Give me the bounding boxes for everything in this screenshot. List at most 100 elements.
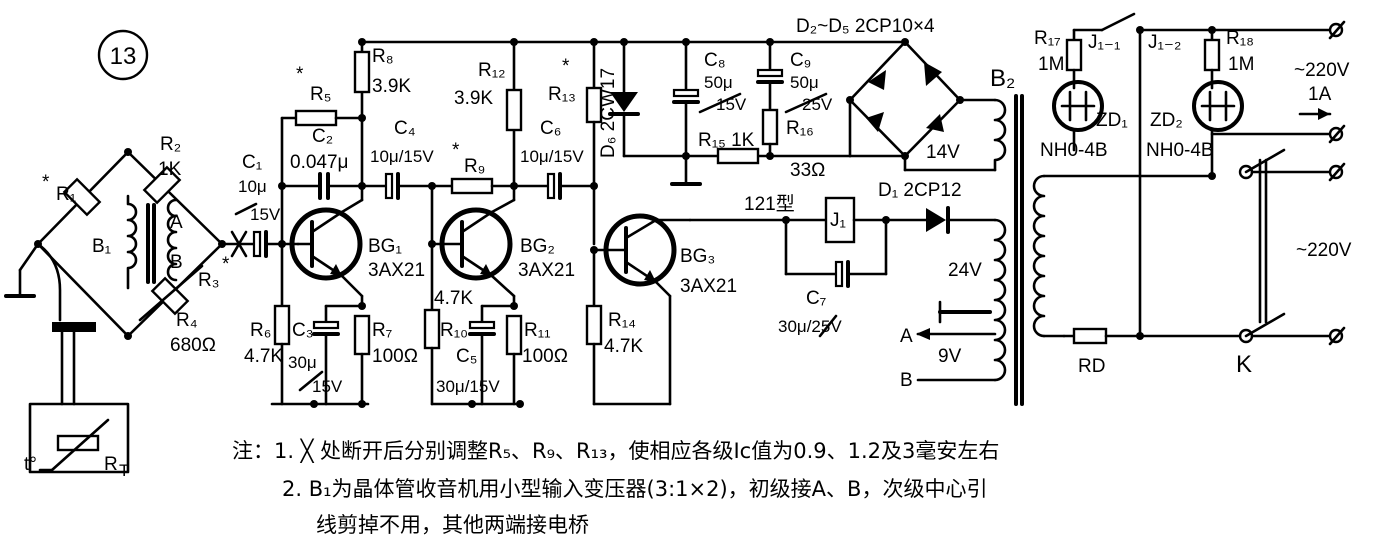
bridge-diode-4: [926, 114, 944, 132]
r7-resistor: [353, 314, 371, 356]
c3-value: 30μ: [288, 353, 317, 372]
c6-capacitor: [546, 172, 556, 200]
c8-value-1: 50μ: [704, 73, 733, 92]
r10-value: 4.7K: [434, 288, 473, 309]
c4-capacitor: [384, 172, 394, 200]
rd-fuse: [1072, 327, 1108, 345]
bg1-transistor: [289, 198, 364, 298]
r3-star: *: [222, 254, 230, 275]
r5-star: *: [296, 64, 304, 85]
power-transformer-b2: B₂ 24V A 9V B: [900, 65, 1214, 406]
bg2-type: 3AX21: [518, 260, 575, 281]
r10-resistor: [423, 308, 441, 350]
zd1-label: ZD₁: [1096, 110, 1128, 131]
bg3-type: 3AX21: [680, 276, 737, 297]
figure-number: 13: [110, 43, 137, 70]
r6-label: R₆: [250, 320, 271, 341]
d1-diode: [926, 208, 946, 232]
sensor-probe: [52, 322, 96, 332]
zd2-neon-lamp: [1192, 80, 1244, 132]
r1-resistor: [62, 177, 102, 217]
b2-secondary-14v: [993, 98, 1007, 172]
relay-type: 121型: [744, 193, 795, 215]
r7-value: 100Ω: [372, 346, 418, 367]
r6-resistor: [273, 304, 291, 346]
d6-label: D₆ 2CW17: [598, 68, 619, 158]
rt-temp-label: t°: [24, 454, 37, 475]
r18-label: R₁₈: [1226, 28, 1254, 49]
j1-label: J₁: [830, 210, 846, 231]
r4-value: 680Ω: [170, 335, 216, 356]
output-voltage: ~220V: [1294, 60, 1350, 81]
note-line-1: 注：1. ╳ 处断开后分别调整R₅、R₉、R₁₃，使相应各级Ic值为0.9、1.…: [232, 438, 999, 464]
rd-label: RD: [1078, 356, 1105, 377]
c2-value: 0.047μ: [290, 152, 349, 173]
c9-value-1: 50μ: [790, 73, 819, 92]
bg2-transistor: [430, 198, 516, 298]
r2-value: 1K: [158, 159, 182, 180]
zd2-label: ZD₂: [1150, 110, 1183, 131]
r16-resistor: [761, 108, 779, 146]
bridge-diode-2: [924, 62, 942, 86]
note-line-2: 2. B₁为晶体管收音机用小型输入变压器(3:1×2)，初级接A、B，次级中心引: [282, 477, 987, 501]
r12-label: R₁₂: [478, 60, 506, 81]
r5-resistor: [294, 109, 338, 127]
r14-label: R₁₄: [608, 310, 636, 331]
c3-voltage: 15V: [312, 377, 343, 396]
zd1-neon-lamp: [1052, 80, 1104, 132]
c8-label: C₈: [704, 50, 726, 71]
r15-resistor: [716, 147, 760, 165]
output-b: B: [900, 370, 913, 391]
r11-resistor: [505, 314, 523, 356]
relay-driver: J₁ 121型 D₁ 2CP12 C₇ 30μ/25V: [688, 180, 997, 338]
r2-resistor: [142, 165, 182, 205]
r7-label: R₇: [372, 320, 392, 341]
output-current: 1A: [1308, 84, 1332, 105]
c6-value: 10μ/15V: [520, 147, 584, 166]
k-switch-label: K: [1236, 351, 1252, 378]
r15-label: R₁₅ 1K: [698, 130, 755, 151]
rt-label: R: [104, 454, 118, 475]
c1-value-2: 15V: [250, 205, 281, 224]
c5-value: 30μ/15V: [436, 377, 500, 396]
sensor-enclosure: [28, 402, 130, 474]
b1-tap-a: A: [170, 212, 183, 233]
c2-label: C₂: [312, 126, 333, 147]
b1-tap-b: B: [170, 252, 183, 273]
c4-label: C₄: [394, 118, 416, 139]
r2-label: R₂: [160, 134, 181, 155]
j11-label: J₁₋₁: [1088, 32, 1120, 53]
r8-label: R₈: [372, 46, 394, 67]
c9-label: C₉: [790, 50, 811, 71]
c7-value: 30μ/25V: [778, 317, 842, 336]
b1-primary-coil: [126, 194, 138, 290]
input-voltage: ~220V: [1296, 240, 1352, 261]
c3-capacitor: [312, 320, 340, 330]
secondary-14v: 14V: [926, 142, 960, 163]
output-a: A: [900, 326, 913, 347]
sensor-bridge: * R₁ R₂ 1K R₄ 680Ω B₁ A B R₃ * t°: [4, 134, 230, 480]
c8-capacitor: [672, 88, 700, 98]
j1-relay-coil: [824, 196, 856, 244]
c5-label: C₅: [456, 346, 477, 367]
c1-capacitor: [252, 230, 262, 258]
bg3-label: BG₃: [680, 246, 715, 267]
c7-capacitor: [834, 260, 844, 288]
r16-label: R₁₆: [786, 118, 814, 139]
bridge-label: D₂~D₅ 2CP10×4: [796, 16, 935, 37]
r3-label: R₃: [198, 270, 219, 291]
r9-star: *: [452, 140, 460, 161]
bg1-type: 3AX21: [368, 260, 425, 281]
zd2-type: NH0-4B: [1146, 140, 1214, 161]
r9-resistor: [450, 177, 494, 195]
bridge-rectifier: D₂~D₅ 2CP10×4 14V: [796, 16, 997, 172]
r9-label: R₉: [464, 156, 485, 177]
r8-value: 3.9K: [372, 76, 411, 97]
c4-value: 10μ/15V: [370, 147, 434, 166]
output-9v: 9V: [938, 346, 962, 367]
d6-zener: [610, 92, 638, 112]
b2-secondary-24v: [993, 218, 1007, 382]
j12-label: J₁₋₂: [1148, 32, 1181, 53]
